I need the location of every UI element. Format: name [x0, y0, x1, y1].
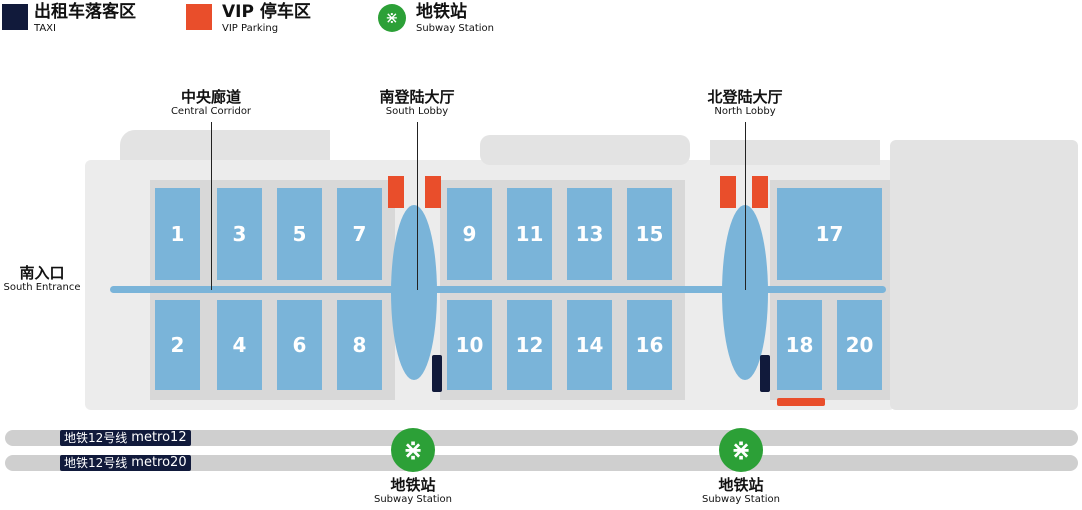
- hall-17[interactable]: 17: [777, 188, 882, 280]
- vip-parking: [752, 176, 768, 208]
- hall-4[interactable]: 4: [217, 300, 262, 390]
- label-cn: 地铁站: [390, 476, 436, 494]
- label-cn: 南登陆大厅: [379, 88, 455, 106]
- label-en: South Lobby: [385, 106, 449, 117]
- hall-14[interactable]: 14: [567, 300, 612, 390]
- vip-parking: [425, 176, 441, 208]
- label-cn: 北登陆大厅: [707, 88, 783, 106]
- metro-en: metro20: [131, 455, 187, 470]
- metro-line-20: [5, 455, 1078, 471]
- hall-16[interactable]: 16: [627, 300, 672, 390]
- label-cn: 中央廊道: [180, 88, 241, 106]
- label-cn: 地铁站: [718, 476, 764, 494]
- subway-station-icon[interactable]: ⋇: [719, 428, 763, 472]
- building-outline: [480, 135, 690, 165]
- leader-line: [417, 122, 418, 290]
- central-corridor: [110, 286, 405, 293]
- subway-icon: ⋇: [378, 4, 406, 32]
- legend-subway-en: Subway Station: [416, 23, 494, 34]
- leader-line: [211, 122, 212, 290]
- hall-3[interactable]: 3: [217, 188, 262, 280]
- label-en: South Entrance: [3, 282, 81, 293]
- legend-taxi-en: TAXI: [34, 23, 56, 34]
- hall-20[interactable]: 20: [837, 300, 882, 390]
- metro-line-12: [5, 430, 1078, 446]
- legend-taxi-cn: 出租车落客区: [34, 2, 136, 22]
- label-cn: 南入口: [19, 264, 65, 282]
- legend-vip-en: VIP Parking: [222, 23, 279, 34]
- label-en: Subway Station: [702, 494, 780, 505]
- label-en: Subway Station: [374, 494, 452, 505]
- taxi-swatch: [2, 4, 28, 30]
- leader-line: [745, 122, 746, 290]
- central-corridor: [428, 286, 730, 293]
- label-en: North Lobby: [714, 106, 776, 117]
- hall-13[interactable]: 13: [567, 188, 612, 280]
- hall-6[interactable]: 6: [277, 300, 322, 390]
- hall-15[interactable]: 15: [627, 188, 672, 280]
- subway-station-icon[interactable]: ⋇: [391, 428, 435, 472]
- hall-9[interactable]: 9: [447, 188, 492, 280]
- hall-7[interactable]: 7: [337, 188, 382, 280]
- vip-parking: [388, 176, 404, 208]
- hall-10[interactable]: 10: [447, 300, 492, 390]
- hall-18[interactable]: 18: [777, 300, 822, 390]
- metro-cn: 地铁12号线: [64, 431, 128, 445]
- vip-swatch: [186, 4, 212, 30]
- taxi-dropoff: [432, 355, 442, 392]
- hall-8[interactable]: 8: [337, 300, 382, 390]
- legend-subway-cn: 地铁站: [416, 2, 467, 22]
- hall-11[interactable]: 11: [507, 188, 552, 280]
- vip-parking: [777, 398, 825, 406]
- hall-12[interactable]: 12: [507, 300, 552, 390]
- central-corridor: [760, 286, 886, 293]
- hall-5[interactable]: 5: [277, 188, 322, 280]
- legend-vip-cn: VIP 停车区: [222, 2, 311, 22]
- hall-2[interactable]: 2: [155, 300, 200, 390]
- hall-1[interactable]: 1: [155, 188, 200, 280]
- metro-en: metro12: [131, 430, 187, 445]
- taxi-dropoff: [760, 355, 770, 392]
- label-en: Central Corridor: [170, 106, 252, 117]
- parking-block: [890, 140, 1078, 410]
- vip-parking: [720, 176, 736, 208]
- building-outline: [710, 140, 880, 165]
- metro-cn: 地铁12号线: [64, 456, 128, 470]
- building-outline: [120, 130, 330, 160]
